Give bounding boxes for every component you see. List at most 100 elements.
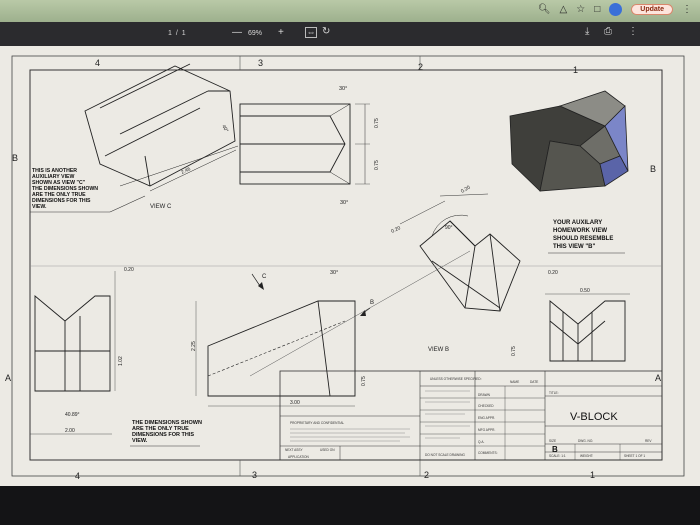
zone-number-top-4: 4: [95, 58, 100, 68]
svg-text:YOUR AUXILARY: YOUR AUXILARY: [553, 220, 602, 226]
tb-used-on-label: USED ON: [320, 448, 335, 452]
tb-do-not-scale-label: DO NOT SCALE DRAWING: [425, 453, 465, 457]
screen-bezel: [0, 486, 700, 525]
dim-0-75-a: 0.75: [374, 118, 380, 128]
window-icon[interactable]: □: [594, 4, 601, 15]
zone-letter-right-a: A: [655, 373, 661, 383]
fit-page-icon[interactable]: ⇔: [305, 27, 317, 38]
front-view-drawing: [207, 300, 356, 397]
download-icon[interactable]: ⤓: [585, 26, 590, 37]
rotate-icon[interactable]: ↻: [322, 26, 331, 37]
arrow-b-head: [360, 310, 366, 316]
dim-30-top: 30°: [339, 86, 347, 92]
tb-rev-label: REV: [645, 439, 652, 443]
tb-eng-appr-label: ENG APPR.: [478, 416, 495, 420]
svg-text:ARE THE ONLY TRUE: ARE THE ONLY TRUE: [32, 192, 86, 198]
zone-number-bottom-3: 3: [252, 470, 257, 480]
view-b-label: VIEW B: [428, 347, 449, 353]
zoom-in-button[interactable]: +: [278, 27, 284, 38]
search-icon[interactable]: 🔍︎: [537, 4, 551, 15]
zoom-out-button[interactable]: —: [232, 27, 242, 38]
title-block: [279, 370, 663, 461]
dim-30-front: 30°: [330, 270, 338, 276]
zone-letter-right-b: B: [650, 164, 656, 174]
isometric-view: [509, 90, 629, 192]
tb-mfg-appr-label: MFG APPR.: [478, 428, 495, 432]
note-homework: YOUR AUXILARY HOMEWORK VIEW SHOULD RESEM…: [553, 220, 613, 250]
note-bottom: THE DIMENSIONS SHOWN ARE THE ONLY TRUE D…: [132, 420, 202, 444]
dim-2-46: 2.46: [180, 166, 192, 176]
menu-dots-icon[interactable]: ⋮: [682, 4, 692, 15]
share-icon[interactable]: △: [559, 4, 568, 15]
print-icon[interactable]: ⎙: [604, 26, 612, 37]
pdf-toolbar: 1 / 1 — 69% + ⇔ ↻ ⤓ ⎙ ⋮: [0, 22, 700, 46]
technical-drawing: 4 3 2 1 4 3 2 1 B A B A 2.46 40° VIEW C …: [5, 55, 685, 481]
zone-number-bottom-2: 2: [424, 470, 429, 480]
dim-3-00: 3.00: [290, 400, 300, 406]
dim-2-00: 2.00: [65, 428, 75, 434]
dim-40-view-c: 40°: [220, 124, 229, 134]
dim-0-20-a: 0.20: [390, 225, 402, 235]
browser-toolbar-icons: 🔍︎ △ ☆ □ Update ⋮: [538, 3, 692, 16]
left-view-drawing: [34, 295, 111, 392]
svg-text:VIEW.: VIEW.: [32, 204, 47, 210]
tb-title-label: TITLE:: [549, 391, 559, 395]
tb-scale-label: SCALE: 1:1: [549, 454, 566, 458]
view-c-label: VIEW C: [150, 204, 172, 210]
title-block-fine-print: [290, 390, 470, 442]
tb-size-label: SIZE: [549, 439, 556, 443]
drawing-border: [11, 55, 685, 477]
dim-0-75-b: 0.75: [374, 160, 380, 170]
dim-0-20-left: 0.20: [124, 267, 134, 273]
view-b-projection: [419, 214, 521, 312]
zone-number-bottom-4: 4: [75, 471, 80, 481]
dim-90: 90°: [445, 225, 453, 231]
note-view-c: THIS IS ANOTHER AUXILIARY VIEW SHOWN AS …: [32, 168, 98, 210]
dim-40-89: 40.89°: [65, 412, 80, 418]
arrow-c-head: [258, 282, 264, 290]
tb-next-assy-label: NEXT ASSY: [285, 448, 304, 452]
svg-text:THE DIMENSIONS SHOWN: THE DIMENSIONS SHOWN: [32, 186, 98, 192]
svg-text:VIEW.: VIEW.: [132, 438, 148, 444]
tb-qa-label: Q.A.: [478, 440, 484, 444]
zone-letter-left-a: A: [5, 373, 11, 383]
dim-0-20-b: 0.20: [460, 185, 472, 195]
page-indicator: 1 / 1: [168, 30, 187, 37]
tb-name-label: NAME: [510, 380, 519, 384]
tb-size-value: B: [552, 445, 558, 454]
dim-30-mid: 30°: [340, 200, 348, 206]
arrow-c-label: C: [262, 274, 267, 280]
dim-0-75-right: 0.75: [511, 346, 517, 356]
right-view-drawing: [549, 300, 626, 362]
tb-title-value: V-BLOCK: [570, 411, 618, 423]
pdf-page: 4 3 2 1 4 3 2 1 B A B A 2.46 40° VIEW C …: [0, 46, 700, 486]
zone-number-top-1: 1: [573, 65, 578, 75]
star-icon[interactable]: ☆: [576, 4, 586, 15]
svg-text:ARE THE ONLY TRUE: ARE THE ONLY TRUE: [132, 426, 189, 432]
dim-2-25: 2.25: [191, 341, 197, 351]
zone-number-top-3: 3: [258, 58, 263, 68]
zone-letter-left-b: B: [12, 153, 18, 163]
zone-number-top-2: 2: [418, 62, 423, 72]
arrow-c-line: [251, 273, 261, 287]
svg-text:SHOULD RESEMBLE: SHOULD RESEMBLE: [553, 236, 613, 242]
dim-0-50: 0.50: [580, 288, 590, 294]
svg-text:AUXILIARY VIEW: AUXILIARY VIEW: [32, 174, 74, 180]
svg-text:THIS IS ANOTHER: THIS IS ANOTHER: [32, 168, 77, 174]
svg-text:THIS VIEW "B": THIS VIEW "B": [553, 244, 596, 250]
tb-application-label: APPLICATION: [288, 455, 310, 459]
update-button[interactable]: Update: [631, 4, 673, 15]
title-block-labels: UNLESS OTHERWISE SPECIFIED: NAME DATE DR…: [285, 377, 652, 459]
arrow-b-label: B: [370, 300, 374, 306]
tb-weight-label: WEIGHT:: [580, 454, 593, 458]
tb-comments-label: COMMENTS:: [478, 451, 498, 455]
avatar[interactable]: [609, 3, 623, 16]
dim-0-75-front: 0.75: [361, 376, 367, 386]
top-view-drawing: [239, 103, 351, 185]
zoom-level[interactable]: 69%: [248, 30, 263, 37]
svg-text:THE DIMENSIONS SHOWN: THE DIMENSIONS SHOWN: [132, 420, 202, 426]
more-options-icon[interactable]: ⋮: [628, 26, 638, 37]
dim-0-20-c: 0.20: [548, 270, 558, 276]
browser-top-strip: 🔍︎ △ ☆ □ Update ⋮: [0, 0, 700, 22]
tb-unless-label: UNLESS OTHERWISE SPECIFIED:: [430, 377, 482, 381]
